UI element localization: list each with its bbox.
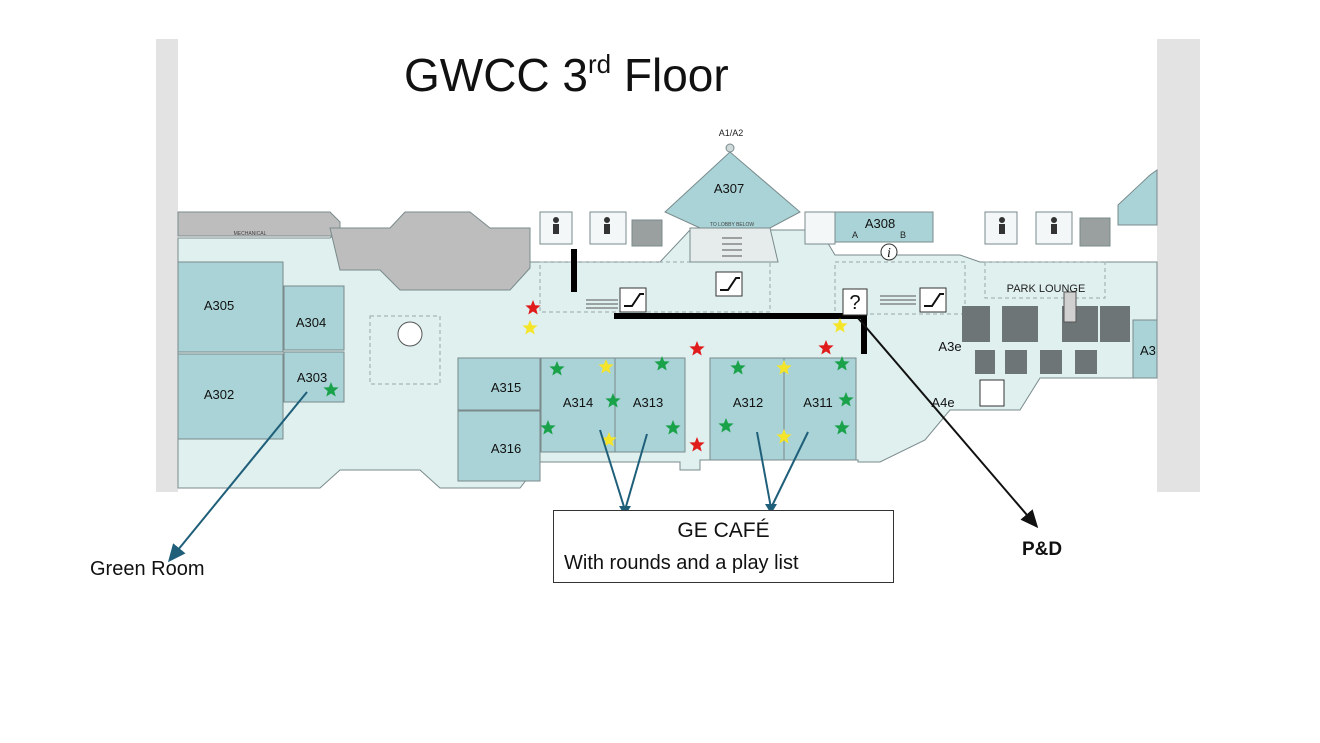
red-star-marker [525,300,541,315]
room-a4e-label: A4e [931,395,954,410]
yellow-star-marker [776,429,792,444]
yellow-star-marker [601,432,617,447]
green-star-marker [730,360,746,375]
room-a302-label: A302 [204,387,234,402]
park-lounge-label: PARK LOUNGE [1007,283,1086,295]
title-main: GWCC 3 [404,49,588,101]
yellow-star-marker [598,359,614,374]
title-superscript: rd [588,49,612,79]
ge-cafe-title: GE CAFÉ [677,519,770,542]
room-a312-label: A312 [733,395,763,410]
pd-arrow [857,317,1039,529]
info-icon-glyph: i [887,246,891,261]
green-star-marker [834,356,850,371]
room-right-upper-shape [1117,169,1158,226]
escalator-icons [619,271,1077,407]
yellow-star-marker [776,360,792,375]
green-star-marker [549,361,565,376]
room-a314-label: A314 [563,395,593,410]
lobby-stair-area [689,227,779,263]
room-a315-shape[interactable] [457,357,541,411]
lobby-below-label: TO LOBBY BELOW [710,222,755,228]
yellow-star-marker [832,318,848,333]
room-a304-shape[interactable] [283,285,345,351]
stair-hatching [586,237,916,309]
restroom-icons [553,217,1057,234]
spiral-stair [397,321,423,347]
green-star-marker [323,382,339,397]
entrance-a1a2-marker [725,143,735,153]
yellow-star-markers [522,318,848,447]
yellow-star-marker [522,320,538,335]
room-a316-label: A316 [491,441,521,456]
green-star-marker [718,418,734,433]
room-a315-label: A315 [491,380,521,395]
red-star-marker [689,341,705,356]
right-margin-bar [1157,39,1200,492]
page-title: GWCC 3rd Floor [404,48,729,102]
room-a308-door-b: B [900,230,906,240]
restroom-blocks [539,211,1111,247]
red-star-markers [525,300,834,452]
green-room-arrow [167,391,308,563]
left-margin-bar [156,39,178,492]
room-a312-shape[interactable] [709,357,785,461]
room-a303-label: A303 [297,370,327,385]
room-a3-partial-shape[interactable] [1132,319,1158,379]
green-star-marker [654,356,670,371]
ge-cafe-callout: GE CAFÉ With rounds and a play list [553,510,894,583]
help-icon [842,288,868,316]
green-star-marker [665,420,681,435]
red-star-marker [689,437,705,452]
green-room-label: Green Room [90,558,205,580]
room-a308-door-a: A [852,230,858,240]
info-icon [880,243,898,261]
green-star-marker [834,420,850,435]
room-a311-shape[interactable] [783,357,857,461]
gray-block-center [329,211,531,291]
route-barriers [571,249,867,354]
ge-cafe-subtitle: With rounds and a play list [564,552,799,574]
room-a305-shape[interactable] [177,261,284,353]
room-a307-label: A307 [714,181,744,196]
room-a316-shape[interactable] [457,410,541,482]
green-star-marker [540,420,556,435]
help-icon-glyph: ? [849,292,860,314]
room-a311-label: A311 [803,395,832,410]
room-a313-label: A313 [633,395,663,410]
entrance-a1a2-label: A1/A2 [719,128,744,138]
room-a308-shape[interactable] [834,211,934,243]
green-star-marker [605,393,621,408]
room-a304-label: A304 [296,315,326,330]
room-a3-partial-label: A3 [1140,343,1156,358]
red-star-marker [818,340,834,355]
room-a303-shape[interactable] [283,351,345,403]
room-a305-label: A305 [204,298,234,313]
room-a307-shape[interactable] [664,151,801,229]
room-a302-shape[interactable] [177,353,284,440]
mechanical-label: MECHANICAL [234,231,267,237]
cafe-arrow-head-right [765,504,777,514]
green-star-marker [838,392,854,407]
pd-label: P&D [1022,539,1063,560]
title-rest: Floor [611,49,729,101]
room-a3e-label: A3e [938,339,961,354]
cafe-arrows [599,429,809,511]
green-star-markers [323,356,854,435]
dashed-guides [369,261,1106,385]
room-a308-label: A308 [865,216,895,231]
